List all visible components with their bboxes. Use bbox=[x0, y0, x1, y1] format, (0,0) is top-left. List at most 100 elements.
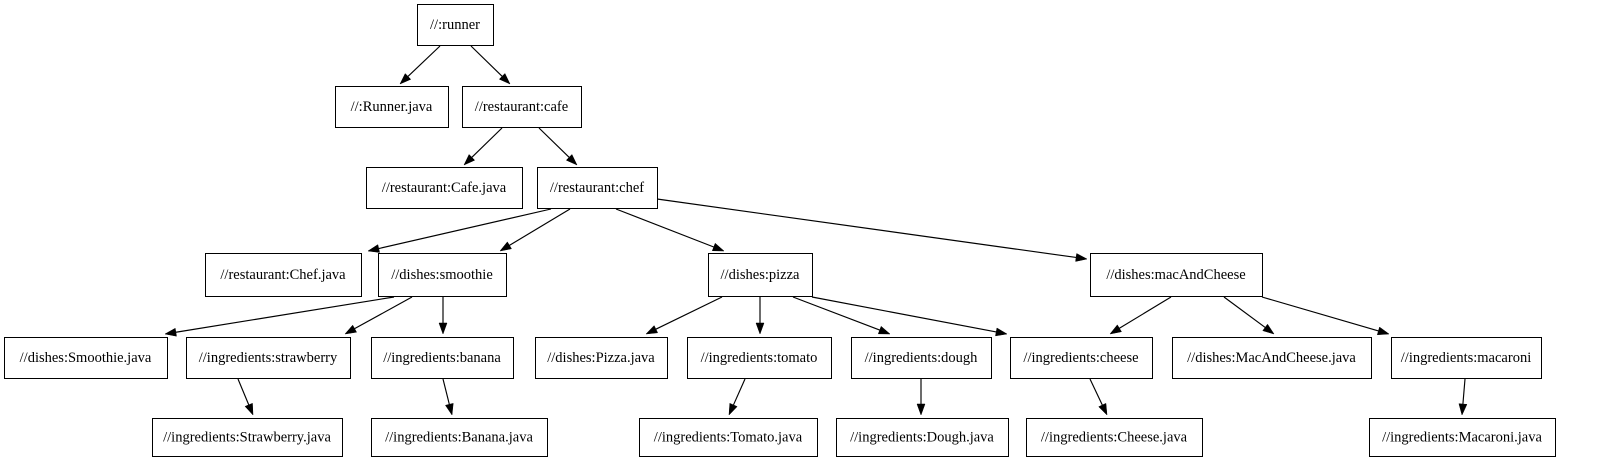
graph-node[interactable]: //ingredients:cheese bbox=[1010, 337, 1153, 379]
node-box[interactable] bbox=[1026, 418, 1203, 457]
edge-line bbox=[1223, 296, 1266, 328]
node-box[interactable] bbox=[335, 86, 449, 128]
edge-arrowhead bbox=[1376, 326, 1390, 336]
edge-arrowhead bbox=[1109, 324, 1122, 335]
graph-edge bbox=[367, 208, 552, 253]
edge-arrowhead bbox=[995, 327, 1008, 337]
edge-line bbox=[471, 127, 503, 158]
node-label: //ingredients:Macaroni.java bbox=[1382, 429, 1542, 445]
node-box[interactable] bbox=[378, 253, 507, 297]
edge-layer bbox=[164, 45, 1468, 416]
graph-node[interactable]: //ingredients:Strawberry.java bbox=[152, 418, 343, 457]
edge-line bbox=[237, 378, 250, 406]
edge-arrowhead bbox=[498, 73, 511, 85]
graph-edge bbox=[755, 297, 765, 335]
node-box[interactable] bbox=[687, 337, 832, 379]
graph-node[interactable]: //:Runner.java bbox=[335, 86, 449, 128]
edge-line bbox=[656, 198, 1077, 259]
graph-node[interactable]: //ingredients:Banana.java bbox=[371, 418, 548, 457]
node-box[interactable] bbox=[371, 418, 548, 457]
node-box[interactable] bbox=[4, 337, 168, 379]
graph-edge bbox=[728, 378, 746, 416]
graph-node[interactable]: //dishes:macAndCheese bbox=[1090, 253, 1263, 297]
node-label: //ingredients:Cheese.java bbox=[1041, 429, 1188, 445]
node-box[interactable] bbox=[205, 253, 362, 297]
graph-node[interactable]: //ingredients:dough bbox=[851, 337, 992, 379]
graph-node[interactable]: //restaurant:chef bbox=[537, 167, 658, 209]
edge-arrowhead bbox=[445, 403, 454, 416]
node-label: //ingredients:Banana.java bbox=[385, 429, 533, 445]
graph-node[interactable]: //dishes:pizza bbox=[708, 253, 813, 297]
graph-node[interactable]: //restaurant:Cafe.java bbox=[366, 167, 523, 209]
node-box[interactable] bbox=[537, 167, 658, 209]
node-label: //ingredients:strawberry bbox=[199, 350, 338, 366]
node-box[interactable] bbox=[535, 337, 668, 379]
graph-edge bbox=[1089, 378, 1108, 416]
graph-edge bbox=[811, 296, 1008, 337]
edge-arrowhead bbox=[244, 402, 254, 416]
graph-edge bbox=[656, 198, 1088, 262]
node-label: //restaurant:Cafe.java bbox=[382, 180, 507, 196]
edge-arrowhead bbox=[438, 322, 448, 335]
graph-edge bbox=[1458, 378, 1468, 416]
edge-arrowhead bbox=[399, 73, 412, 85]
graph-node[interactable]: //ingredients:Macaroni.java bbox=[1369, 418, 1556, 457]
node-box[interactable] bbox=[1010, 337, 1153, 379]
graph-node[interactable]: //ingredients:macaroni bbox=[1391, 337, 1542, 379]
node-label: //dishes:smoothie bbox=[391, 267, 493, 283]
node-box[interactable] bbox=[152, 418, 343, 457]
graph-edge bbox=[499, 208, 571, 252]
node-label: //dishes:Pizza.java bbox=[547, 350, 655, 366]
node-box[interactable] bbox=[371, 337, 514, 379]
node-box[interactable] bbox=[1369, 418, 1556, 457]
graph-node[interactable]: //:runner bbox=[417, 4, 494, 46]
edge-arrowhead bbox=[1262, 323, 1275, 335]
node-box[interactable] bbox=[462, 86, 582, 128]
edge-arrowhead bbox=[916, 403, 926, 416]
graph-node[interactable]: //ingredients:strawberry bbox=[186, 337, 351, 379]
node-box[interactable] bbox=[708, 253, 813, 297]
edge-arrowhead bbox=[164, 327, 177, 337]
edge-line bbox=[378, 208, 552, 250]
graph-edge bbox=[615, 208, 725, 252]
graph-node[interactable]: //dishes:MacAndCheese.java bbox=[1172, 337, 1372, 379]
node-label: //:runner bbox=[430, 17, 480, 33]
graph-edge bbox=[438, 297, 448, 335]
node-box[interactable] bbox=[1172, 337, 1372, 379]
graph-node[interactable]: //ingredients:Tomato.java bbox=[639, 418, 818, 457]
node-label: //ingredients:dough bbox=[865, 350, 979, 366]
node-layer: //:runner //:Runner.java //restaurant:cafe… bbox=[4, 4, 1556, 457]
node-box[interactable] bbox=[1090, 253, 1263, 297]
edge-line bbox=[407, 45, 441, 77]
graph-node[interactable]: //dishes:Pizza.java bbox=[535, 337, 668, 379]
graph-node[interactable]: //dishes:Smoothie.java bbox=[4, 337, 168, 379]
graph-edge bbox=[344, 296, 413, 335]
graph-node[interactable]: //restaurant:Chef.java bbox=[205, 253, 362, 297]
node-box[interactable] bbox=[1391, 337, 1542, 379]
edge-line bbox=[792, 296, 880, 331]
graph-node[interactable]: //restaurant:cafe bbox=[462, 86, 582, 128]
edge-line bbox=[732, 378, 746, 406]
edge-line bbox=[615, 208, 714, 248]
edge-arrowhead bbox=[499, 241, 512, 252]
edge-arrowhead bbox=[367, 244, 380, 253]
graph-edge bbox=[164, 296, 395, 337]
node-box[interactable] bbox=[366, 167, 523, 209]
node-box[interactable] bbox=[639, 418, 818, 457]
graph-node[interactable]: //dishes:smoothie bbox=[378, 253, 507, 297]
graph-node[interactable]: //ingredients:tomato bbox=[687, 337, 832, 379]
edge-arrowhead bbox=[755, 322, 765, 335]
graph-node[interactable]: //ingredients:banana bbox=[371, 337, 514, 379]
edge-line bbox=[175, 296, 395, 333]
node-box[interactable] bbox=[186, 337, 351, 379]
edge-line bbox=[655, 296, 723, 330]
graph-node[interactable]: //ingredients:Cheese.java bbox=[1026, 418, 1203, 457]
graph-node[interactable]: //ingredients:Dough.java bbox=[836, 418, 1009, 457]
node-box[interactable] bbox=[851, 337, 992, 379]
edge-line bbox=[1089, 378, 1103, 406]
node-label: //ingredients:cheese bbox=[1023, 350, 1138, 366]
edge-line bbox=[811, 296, 997, 333]
node-box[interactable] bbox=[417, 4, 494, 46]
node-box[interactable] bbox=[836, 418, 1009, 457]
